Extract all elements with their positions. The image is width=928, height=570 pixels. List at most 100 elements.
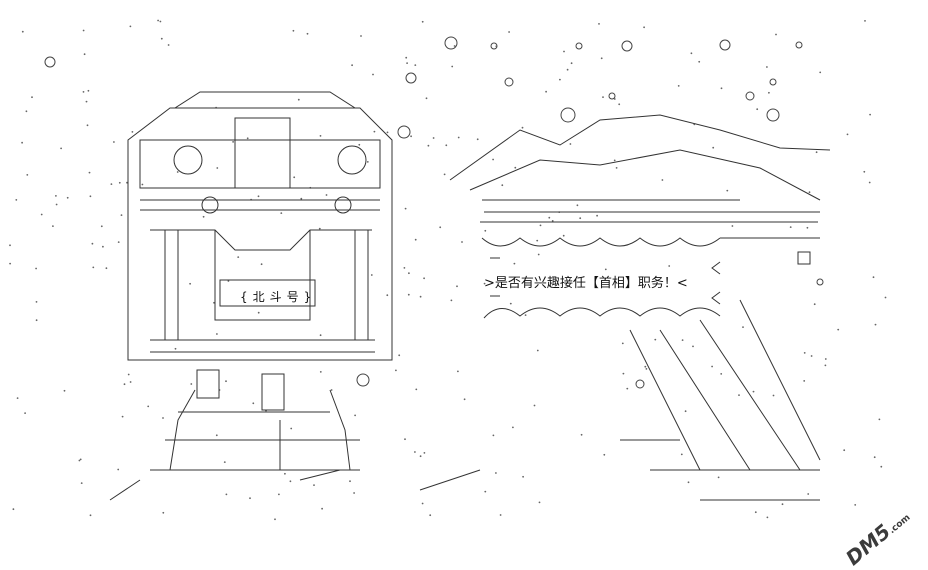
texture-dot <box>661 179 664 181</box>
texture-dot <box>483 282 486 285</box>
texture-dot <box>60 147 62 150</box>
texture-dot <box>366 161 369 163</box>
texture-dot <box>576 204 579 207</box>
texture-dot <box>16 397 19 399</box>
texture-dot <box>167 44 170 46</box>
texture-dot <box>445 144 448 147</box>
texture-dot <box>398 354 401 357</box>
texture-dot <box>225 380 227 383</box>
texture-dot <box>421 20 424 23</box>
texture-dot <box>280 212 283 215</box>
texture-dot <box>681 339 684 341</box>
texture-dot <box>160 37 163 40</box>
texture-dot <box>512 426 514 429</box>
texture-dot <box>756 108 759 111</box>
texture-dot <box>869 113 871 116</box>
texture-dot <box>249 497 251 500</box>
texture-dot <box>405 56 408 59</box>
texture-dot <box>570 62 573 65</box>
texture-dot <box>415 388 418 391</box>
texture-dot <box>162 511 165 514</box>
texture-dot <box>80 482 83 484</box>
texture-dot <box>720 373 723 375</box>
texture-dot <box>318 227 321 230</box>
texture-dot <box>260 263 263 266</box>
texture-dot <box>407 293 410 296</box>
texture-dot <box>55 203 58 206</box>
texture-dot <box>15 199 18 201</box>
texture-dot <box>12 508 15 511</box>
texture-dot <box>325 194 328 196</box>
texture-dot <box>319 334 322 337</box>
texture-dot <box>127 373 130 376</box>
texture-dot <box>410 135 412 138</box>
texture-dot <box>484 490 487 493</box>
texture-dot <box>227 280 230 282</box>
texture-dot <box>414 238 417 241</box>
texture-dot <box>306 32 309 35</box>
texture-dot <box>456 285 458 288</box>
texture-dot <box>524 314 527 316</box>
texture-dot <box>313 484 315 486</box>
texture-dot <box>499 514 502 516</box>
texture-dot <box>644 365 647 368</box>
texture-dot <box>837 328 840 331</box>
texture-dot <box>880 465 883 468</box>
texture-dot <box>349 480 351 483</box>
texture-dot <box>91 242 94 245</box>
texture-dot <box>89 514 92 517</box>
texture-dot <box>492 158 494 161</box>
texture-dot <box>492 434 495 437</box>
texture-dot <box>874 323 877 326</box>
texture-dot <box>873 456 876 459</box>
texture-dot <box>463 398 466 401</box>
texture-dot <box>423 452 426 454</box>
texture-dot <box>742 326 744 328</box>
texture-dot <box>216 333 218 335</box>
texture-dot <box>687 481 690 484</box>
texture-dot <box>429 514 432 517</box>
texture-dot <box>559 78 561 81</box>
texture-dot <box>113 141 115 143</box>
texture-dot <box>300 197 303 200</box>
texture-dot <box>551 220 554 222</box>
texture-dot <box>162 417 164 419</box>
texture-dot <box>225 493 228 496</box>
texture-dot <box>82 91 85 93</box>
texture-dot <box>824 364 827 367</box>
texture-dot <box>684 410 687 413</box>
texture-dot <box>386 131 389 134</box>
texture-dot <box>126 181 128 184</box>
texture-dot <box>232 141 235 143</box>
texture-dot <box>548 216 551 219</box>
texture-dot <box>257 195 260 198</box>
texture-dot <box>372 73 374 76</box>
texture-dot <box>461 241 463 243</box>
texture-dot <box>538 501 541 504</box>
texture-dot <box>563 50 565 53</box>
texture-dot <box>257 311 260 314</box>
texture-dot <box>536 239 539 242</box>
texture-dot <box>26 174 29 176</box>
texture-dot <box>147 405 150 408</box>
watermark-suffix: .com <box>887 512 913 537</box>
texture-dot <box>414 64 417 66</box>
texture-dot <box>79 458 82 461</box>
texture-dot <box>290 427 293 430</box>
texture-dot <box>622 372 625 375</box>
texture-dot <box>508 31 510 33</box>
texture-dot <box>539 224 542 227</box>
texture-dot <box>403 267 406 269</box>
texture-dot <box>87 89 90 92</box>
texture-dot <box>843 449 846 452</box>
texture-dot <box>88 171 91 174</box>
texture-dot <box>66 196 69 199</box>
texture-dot <box>395 369 397 372</box>
texture-dot <box>24 412 26 414</box>
texture-dot <box>731 225 734 227</box>
texture-dot <box>522 475 524 478</box>
texture-dot <box>110 183 113 186</box>
texture-dot <box>501 184 504 187</box>
texture-dot <box>537 253 540 256</box>
texture-dot <box>131 131 134 133</box>
